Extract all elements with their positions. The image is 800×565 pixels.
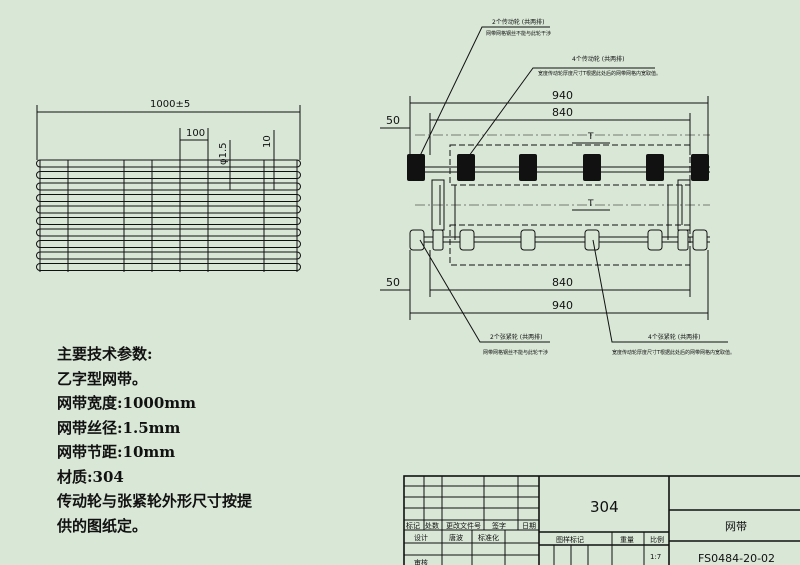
note-line: 网带宽度:1000mm: [57, 394, 197, 412]
callout-4-title: 4个张紧轮 (共两排): [648, 333, 700, 341]
header-count: 处数: [425, 521, 439, 530]
note-line: 乙字型网带。: [57, 369, 148, 388]
belt-wire-row: [36, 217, 301, 225]
belt-wire-row: [36, 228, 301, 237]
header-change-doc: 更改文件号: [446, 521, 481, 530]
note-line: 材质:304: [57, 467, 124, 486]
belt-wire-row: [36, 263, 301, 271]
belt-wire-row: [36, 159, 301, 168]
note-line: 传动轮与张紧轮外形尺寸按提: [57, 492, 253, 510]
dim-width: 1000±5: [150, 99, 190, 110]
title-block: 标记 处数 更改文件号 签字 日期 设计 唐波 标准化 审核 图样标记 重量 比…: [403, 475, 800, 565]
note-heading: 主要技术参数:: [57, 345, 153, 363]
belt-edge: [39, 160, 69, 272]
material: 304: [590, 498, 619, 516]
callout-1-note: 网带网格钢丝不能与此轮干涉: [486, 30, 551, 37]
dim-top-t: T: [587, 132, 594, 142]
technical-notes: 主要技术参数: 乙字型网带。 网带宽度:1000mm 网带丝径:1.5mm 网带…: [57, 342, 252, 538]
callout-3-note: 网带网格钢丝不能与此轮干涉: [483, 349, 548, 356]
belt-edge: [179, 160, 209, 272]
belt-edge: [263, 160, 298, 272]
callout-4-note: 宽度传动轮厚度尺寸T根据此处后的网带网格内宽取值。: [612, 349, 735, 356]
belt-wire-row: [36, 205, 301, 214]
scale-value: 1:7: [650, 553, 661, 561]
callout-1-title: 2个传动轮 (共两排): [492, 18, 544, 26]
label-design: 设计: [414, 533, 428, 542]
dim-wire: φ1.5: [218, 143, 229, 166]
roller-assembly-view: 940 840 50 T T 840 940 50 2个传动轮 (共两排) 网带…: [380, 18, 735, 356]
dim-bottom-outer: 940: [552, 299, 573, 312]
dim-top-offset: 50: [386, 114, 400, 127]
belt-edge: [123, 160, 153, 272]
dim-pitch: 100: [186, 128, 205, 139]
label-review: 审核: [414, 558, 428, 565]
callout-2-note: 宽度传动轮厚度尺寸T根据此处后的网带网格内宽取值。: [538, 70, 661, 77]
dim-bottom-offset: 50: [386, 276, 400, 289]
dim-spacing: 10: [262, 135, 273, 148]
callout-3-title: 2个张紧轮 (共两排): [490, 333, 542, 341]
belt-wire-row: [36, 182, 301, 191]
callout-2-title: 4个传动轮 (共两排): [572, 55, 624, 63]
header-sign: 签字: [492, 521, 506, 530]
note-line: 网带节距:10mm: [57, 443, 176, 461]
belt-wire-row: [36, 194, 301, 202]
label-standard: 标准化: [478, 533, 499, 542]
belt-front-view: [36, 159, 301, 272]
note-line: 供的图纸定。: [57, 516, 148, 535]
belt-wire-row: [36, 171, 301, 179]
belt-wire-row: [36, 240, 301, 248]
header-mark: 标记: [406, 521, 420, 530]
dim-mid-t: T: [587, 199, 594, 209]
belt-dimensions: 1000±5 100 φ1.5 10: [36, 99, 301, 190]
label-stage: 图样标记: [556, 535, 584, 544]
dim-top-inner: 840: [552, 106, 573, 119]
part-name: 网带: [725, 520, 747, 533]
note-line: 网带丝径:1.5mm: [57, 418, 181, 437]
drawing-number: FS0484-20-02: [698, 552, 775, 565]
label-designer: 唐波: [449, 533, 463, 542]
label-weight: 重量: [620, 536, 634, 544]
header-date: 日期: [522, 522, 536, 530]
dim-top-outer: 940: [552, 89, 573, 102]
belt-wire-row: [36, 251, 301, 260]
label-scale: 比例: [650, 535, 664, 544]
dim-bottom-inner: 840: [552, 276, 573, 289]
